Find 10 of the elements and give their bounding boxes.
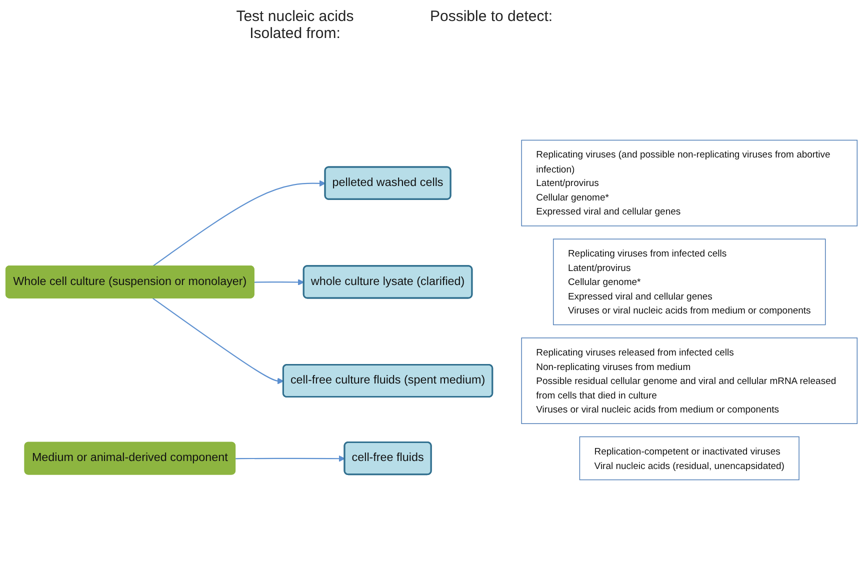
node-box: Replicating viruses (and possible non-replicating viruses from abortive infection) Latent/provirus Cellular genome* Expressed viral and cellular genes	[521, 140, 858, 226]
column-heading: Possible to detect:	[430, 8, 553, 25]
node-box: Replicating viruses from infected cells Latent/provirus Cellular genome* Expressed viral and cellular genes Viruses or viral nucleic acids from medium or components	[553, 238, 826, 326]
arrow	[236, 455, 346, 462]
node-box: Replication-competent or inactivated viruses Viral nucleic acids (residual, unencapsidated)	[579, 436, 800, 480]
arrow	[152, 180, 326, 267]
column-heading: Test nucleic acids Isolated from:	[235, 8, 355, 42]
arrow	[254, 279, 304, 286]
node-box: Replicating viruses released from infected cells Non-replicating viruses from medium Possible residual cellular genome and viral and cellular mRNA released from cells that died in culture Viruses or viral nucleic acids from medium or components	[521, 338, 858, 424]
arrow	[152, 298, 284, 384]
